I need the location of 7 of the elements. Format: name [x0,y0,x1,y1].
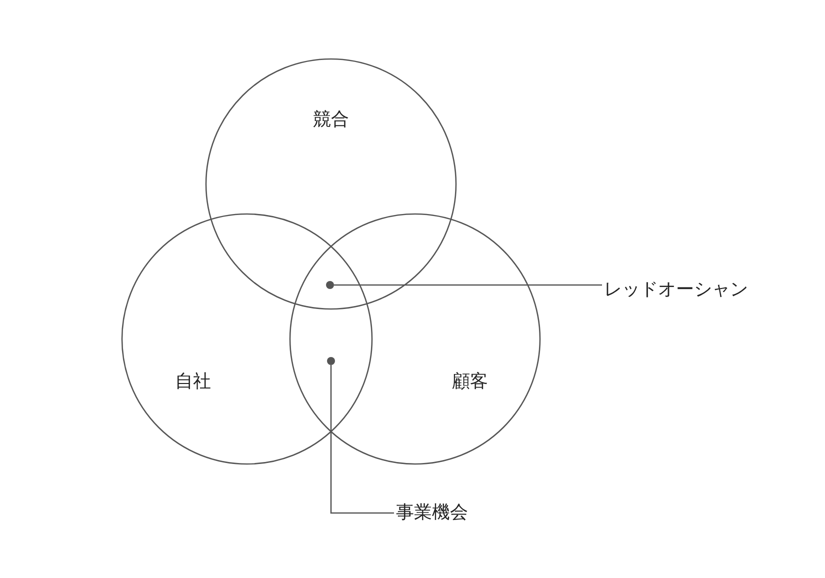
circle-label: 競合 [313,109,349,131]
callout-label: 事業機会 [396,502,468,524]
circle-label: 顧客 [452,371,488,393]
circle-label: 自社 [175,371,211,393]
leader-line [334,284,602,286]
callout-label: レッドオーシャン [604,279,748,301]
leader-line [330,365,394,514]
